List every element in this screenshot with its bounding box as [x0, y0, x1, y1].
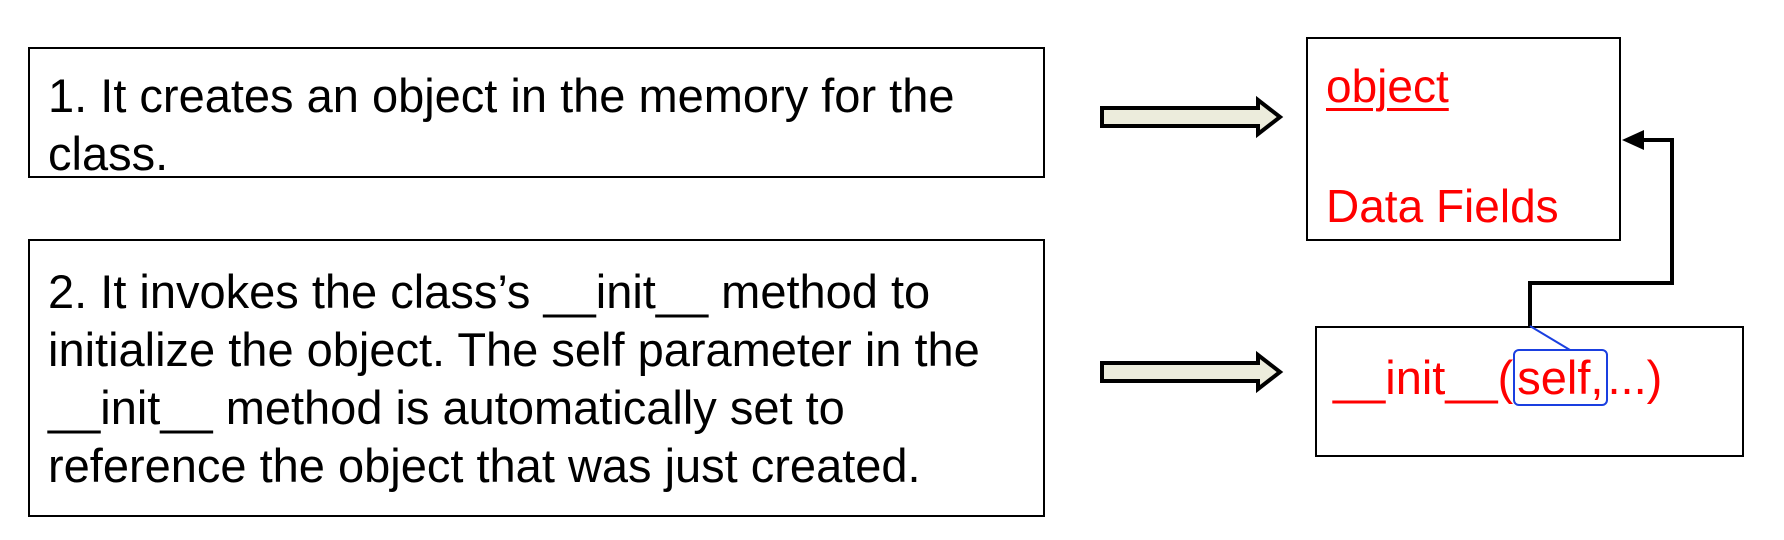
init-suffix: ...)	[1607, 351, 1663, 404]
data-fields-label: Data Fields	[1326, 180, 1559, 232]
init-signature: __init__(self,...)	[1333, 349, 1663, 406]
self-parameter: self,	[1513, 349, 1608, 406]
self-reference-arrowhead	[1622, 130, 1644, 150]
step-1-box: 1. It creates an object in the memory fo…	[28, 47, 1045, 180]
init-method-box: __init__(self,...)	[1315, 326, 1744, 457]
init-prefix: __init__(	[1333, 351, 1514, 404]
step-2-box: 2. It invokes the class’s __init__ metho…	[28, 239, 1045, 517]
step-1-text: 1. It creates an object in the memory fo…	[48, 69, 955, 180]
self-pointer-line	[1529, 325, 1571, 351]
object-title: object	[1326, 60, 1449, 112]
block-arrow-2	[1100, 350, 1284, 394]
object-box: object Data Fields	[1306, 37, 1621, 241]
block-arrow-1	[1100, 95, 1284, 139]
step-2-text: 2. It invokes the class’s __init__ metho…	[48, 265, 980, 492]
self-reference-connector	[1528, 138, 1674, 326]
